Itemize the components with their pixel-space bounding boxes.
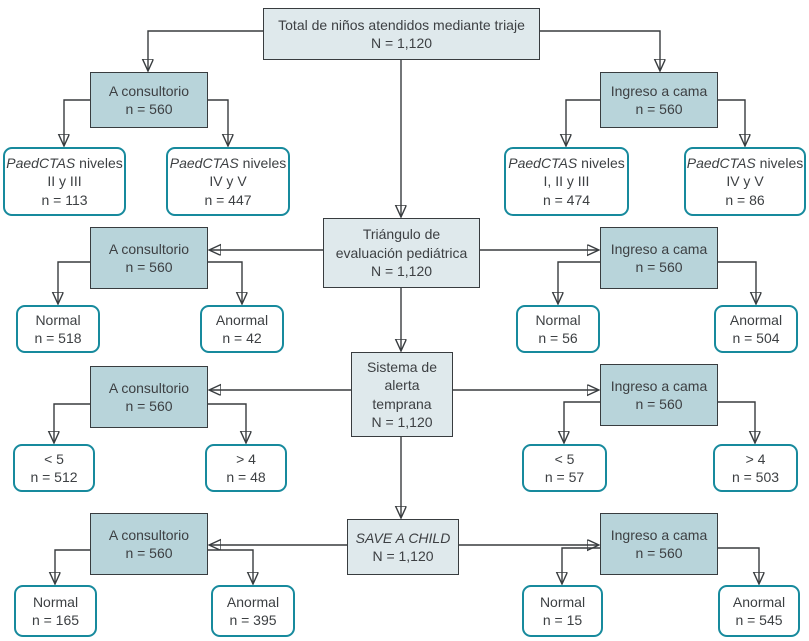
node-line: Triángulo de (362, 226, 441, 243)
node-line: Normal (35, 311, 81, 328)
node-sistema-alerta: Sistema de alerta temprana N = 1,120 (351, 352, 453, 437)
node-count: n = 48 (226, 469, 266, 485)
node-count: n = 165 (31, 612, 80, 628)
node-line: IV y V (726, 173, 764, 190)
node-s3-lt5-left: < 5 n = 512 (13, 444, 95, 492)
node-count: n = 518 (34, 330, 82, 346)
node-s2-anormal-right: Anormal n = 504 (714, 305, 798, 353)
node-count: n = 560 (635, 396, 683, 412)
node-line: Ingreso a cama (610, 526, 708, 543)
node-count: n = 447 (204, 191, 252, 208)
node-count: n = 560 (125, 101, 173, 117)
node-line: Normal (539, 593, 586, 610)
node-s1-paedctas-i-ii-iii: PaedCTAS niveles I, II y III n = 474 (504, 147, 629, 216)
node-s3-lt5-right: < 5 n = 57 (522, 444, 607, 492)
node-s2-normal-right: Normal n = 56 (516, 305, 600, 353)
node-s4-anormal-left: Anormal n = 395 (211, 585, 295, 637)
node-s1-paedctas-iv-v-left: PaedCTAS niveles IV y V n = 447 (166, 147, 290, 216)
node-s1-paedctas-ii-iii: PaedCTAS niveles II y III n = 113 (3, 147, 126, 216)
node-count: n = 560 (635, 545, 683, 561)
node-line: II y III (47, 173, 82, 190)
node-line: > 4 (236, 450, 256, 467)
node-line: Anormal (729, 311, 783, 328)
node-count: n = 545 (735, 612, 783, 628)
node-line: > 4 (745, 450, 766, 467)
node-s3-gt4-right: > 4 n = 503 (713, 444, 798, 492)
node-triangulo-evaluacion: Triángulo de evaluación pediátrica N = 1… (323, 218, 480, 288)
node-count: n = 560 (635, 259, 683, 275)
node-count: n = 560 (125, 398, 173, 414)
node-line: alerta (384, 377, 420, 394)
node-line: Anormal (215, 311, 269, 328)
node-s2-ingreso: Ingreso a cama n = 560 (600, 227, 718, 289)
node-s1-ingreso: Ingreso a cama n = 560 (600, 72, 718, 128)
node-count: n = 474 (542, 191, 591, 208)
node-count: N = 1,120 (372, 548, 434, 564)
node-line: PaedCTAS niveles (6, 154, 123, 171)
node-s4-consultorio: A consultorio n = 560 (90, 513, 208, 575)
node-count: n = 512 (30, 469, 78, 485)
node-line: A consultorio (108, 82, 190, 99)
node-count: n = 504 (732, 330, 780, 346)
node-s4-normal-left: Normal n = 165 (14, 585, 97, 637)
node-line: A consultorio (108, 379, 190, 396)
node-s4-anormal-right: Anormal n = 545 (718, 585, 800, 637)
node-line: IV y V (209, 173, 247, 190)
node-count: n = 113 (41, 191, 88, 208)
node-count: n = 560 (125, 259, 173, 275)
node-count: N = 1,120 (370, 263, 433, 280)
node-s2-consultorio: A consultorio n = 560 (90, 227, 208, 289)
node-count: N = 1,120 (370, 35, 433, 51)
node-count: n = 42 (222, 330, 262, 346)
node-count: n = 56 (538, 330, 578, 346)
node-line: Anormal (226, 593, 280, 610)
node-line: PaedCTAS niveles (508, 154, 625, 171)
node-s1-consultorio: A consultorio n = 560 (90, 72, 208, 128)
node-line: Ingreso a cama (610, 82, 708, 99)
node-s3-ingreso: Ingreso a cama n = 560 (600, 364, 718, 426)
node-s3-gt4-left: > 4 n = 48 (205, 444, 287, 492)
node-count: n = 86 (725, 191, 765, 208)
node-total-triaje: Total de niños atendidos mediante triaje… (263, 8, 540, 60)
node-line: < 5 (44, 450, 64, 467)
node-line: Normal (32, 593, 79, 610)
node-s2-normal-left: Normal n = 518 (16, 305, 100, 353)
node-s3-consultorio: A consultorio n = 560 (90, 366, 208, 428)
node-line: PaedCTAS niveles (686, 154, 804, 171)
node-count: n = 395 (229, 612, 277, 628)
node-count: n = 503 (731, 469, 780, 485)
node-s4-normal-right: Normal n = 15 (522, 585, 603, 637)
node-line: Normal (535, 311, 581, 328)
node-line: I, II y III (543, 173, 590, 190)
node-count: n = 560 (125, 545, 173, 561)
node-line: Total de niños atendidos mediante triaje (278, 16, 525, 33)
node-line: evaluación pediátrica (335, 244, 468, 261)
node-line: A consultorio (108, 526, 190, 543)
node-line: Anormal (732, 593, 786, 610)
node-line: SAVE A CHILD (355, 529, 451, 546)
node-line: A consultorio (108, 240, 190, 257)
node-count: n = 15 (542, 612, 583, 628)
node-s1-paedctas-iv-v-right: PaedCTAS niveles IV y V n = 86 (684, 147, 806, 216)
node-s2-anormal-left: Anormal n = 42 (200, 305, 284, 353)
node-line: < 5 (554, 450, 575, 467)
node-count: n = 57 (544, 469, 585, 485)
node-s4-ingreso: Ingreso a cama n = 560 (600, 513, 718, 575)
node-line: Sistema de (366, 358, 438, 375)
node-count: n = 560 (635, 101, 683, 117)
node-save-a-child: SAVE A CHILD N = 1,120 (347, 519, 459, 575)
node-line: temprana (372, 395, 432, 412)
node-count: N = 1,120 (371, 413, 433, 430)
node-line: PaedCTAS niveles (169, 154, 287, 171)
node-line: Ingreso a cama (610, 240, 708, 257)
node-line: Ingreso a cama (610, 377, 708, 394)
